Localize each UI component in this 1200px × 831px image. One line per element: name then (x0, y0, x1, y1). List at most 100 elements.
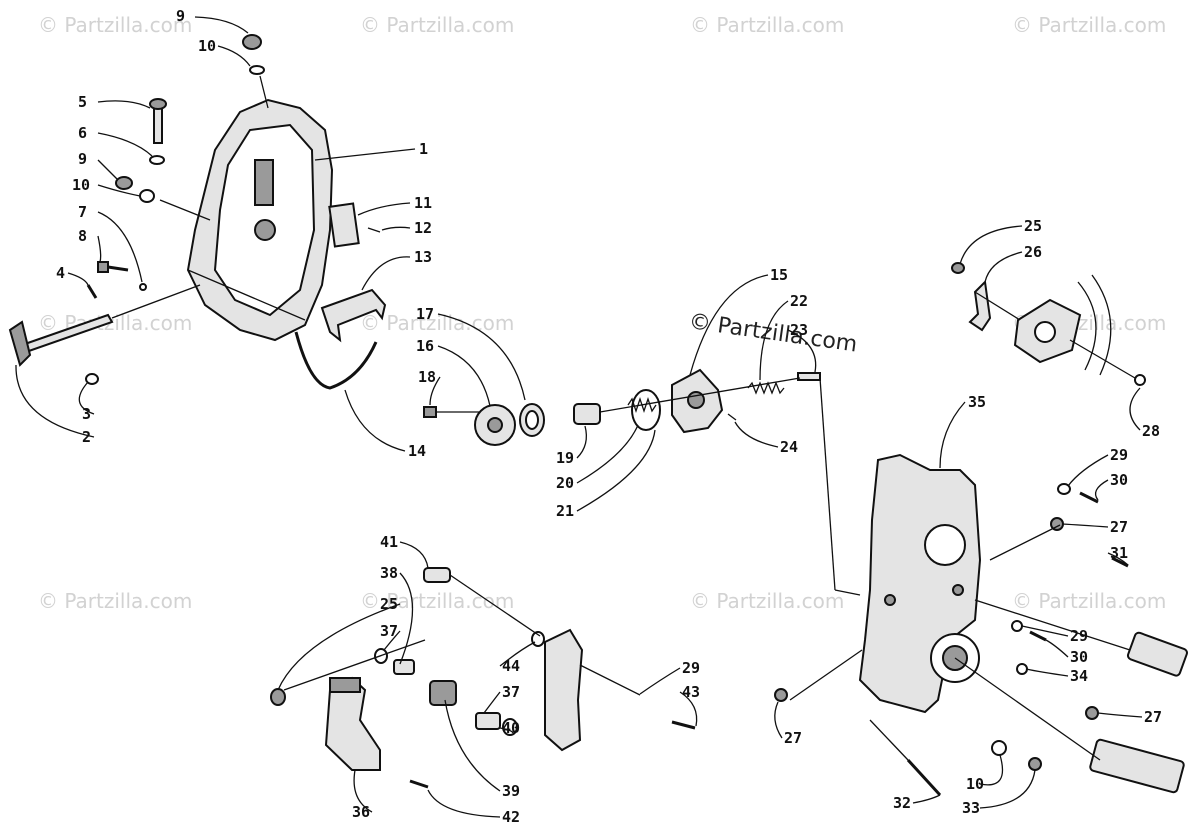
cover-plate (328, 202, 360, 248)
callout-label: 30 (1070, 648, 1088, 666)
callout-label: 40 (502, 719, 520, 737)
callout-label: 32 (893, 794, 911, 812)
nut (1085, 706, 1099, 720)
callout-label: 16 (416, 337, 434, 355)
watermark-layer: © Partzilla.com © Partzilla.com © Partzi… (38, 13, 1166, 613)
e-clip (85, 373, 99, 385)
callout-label: 21 (556, 502, 574, 520)
mount-hole (952, 584, 964, 596)
leader (97, 132, 153, 157)
leader (314, 148, 416, 161)
callout-label: 15 (770, 266, 788, 284)
guide-line (159, 199, 211, 221)
nut (774, 688, 788, 702)
callout-label: 39 (502, 782, 520, 800)
caliper-bracket (544, 628, 584, 752)
screw (367, 227, 381, 233)
leader (353, 769, 373, 813)
callout-label: 28 (1142, 422, 1160, 440)
callout-label: 31 (1110, 544, 1128, 562)
callout-label: 10 (966, 775, 984, 793)
callout-label: 19 (556, 449, 574, 467)
tension-spring (747, 381, 785, 395)
caliper-assembly (270, 567, 696, 789)
dipstick-cap (149, 98, 167, 110)
brake-lever-handle (8, 320, 32, 367)
guide-line (449, 574, 541, 637)
leader (97, 211, 143, 283)
driveshaft-upper (1126, 631, 1188, 677)
guide-line (1069, 339, 1136, 379)
leader (979, 754, 1004, 786)
leader (576, 425, 588, 459)
callout-label: 8 (78, 227, 87, 245)
callout-label: 35 (968, 393, 986, 411)
guide-line (579, 664, 641, 696)
flange-bore (1034, 321, 1056, 343)
watermark: © Partzilla.com (1012, 13, 1166, 37)
callout-label: 27 (784, 729, 802, 747)
leader (437, 345, 491, 407)
leader (437, 313, 526, 401)
watermark: © Partzilla.com (690, 589, 844, 613)
leader (97, 100, 151, 109)
leader (734, 421, 779, 448)
callout-label: 17 (416, 305, 434, 323)
bolt (423, 567, 451, 583)
leader (381, 226, 411, 231)
callout-label: 10 (72, 176, 90, 194)
leader (576, 424, 639, 484)
callout-label: 30 (1110, 471, 1128, 489)
callout-label: 43 (682, 683, 700, 701)
bolt (906, 758, 942, 797)
o-ring (149, 155, 165, 165)
guide-line (954, 657, 1101, 761)
leader (97, 235, 102, 263)
leader (787, 329, 817, 373)
callout-label: 1 (419, 140, 428, 158)
leader (97, 159, 119, 181)
callout-label: 2 (82, 428, 91, 446)
chaincase-cover-assembly (8, 34, 387, 390)
leader (959, 225, 1023, 265)
callout-label: 6 (78, 124, 87, 142)
guide-line (974, 291, 1021, 321)
leader (939, 401, 966, 469)
callout-label: 27 (1110, 518, 1128, 536)
callout-label: 20 (556, 474, 574, 492)
callout-label: 9 (78, 150, 87, 168)
callout-label: 27 (1144, 708, 1162, 726)
washer (139, 189, 155, 203)
cover-bearing-boss (254, 219, 276, 241)
leader (639, 667, 681, 695)
bolt-shank (107, 265, 129, 272)
filler-cap (242, 34, 262, 50)
watermark: © Partzilla.com (38, 589, 192, 613)
upper-bearing-bore (924, 524, 966, 566)
callout-label: 38 (380, 564, 398, 582)
sprocket-hub (487, 417, 503, 433)
bolt-head (97, 261, 109, 273)
dipstick (153, 104, 163, 144)
callout-label: 18 (418, 368, 436, 386)
nut (951, 262, 965, 274)
leader (67, 272, 89, 286)
leader (259, 75, 269, 109)
bolt (671, 720, 696, 730)
leader (429, 376, 441, 406)
bolt (423, 406, 437, 418)
roll-pin (86, 284, 98, 299)
watermark: © Partzilla.com (360, 13, 514, 37)
callout-label: 4 (56, 264, 65, 282)
callout-label: 9 (176, 7, 185, 25)
bolt (1029, 630, 1047, 642)
callout-label: 37 (502, 683, 520, 701)
chaincase-housing-assembly (774, 262, 1188, 797)
leader (217, 45, 251, 67)
guide-line (834, 589, 861, 596)
leader (194, 16, 249, 34)
bolt-head (1028, 757, 1042, 771)
watermark: © Partzilla.com (1012, 589, 1166, 613)
brake-disc-edge (1077, 281, 1097, 371)
